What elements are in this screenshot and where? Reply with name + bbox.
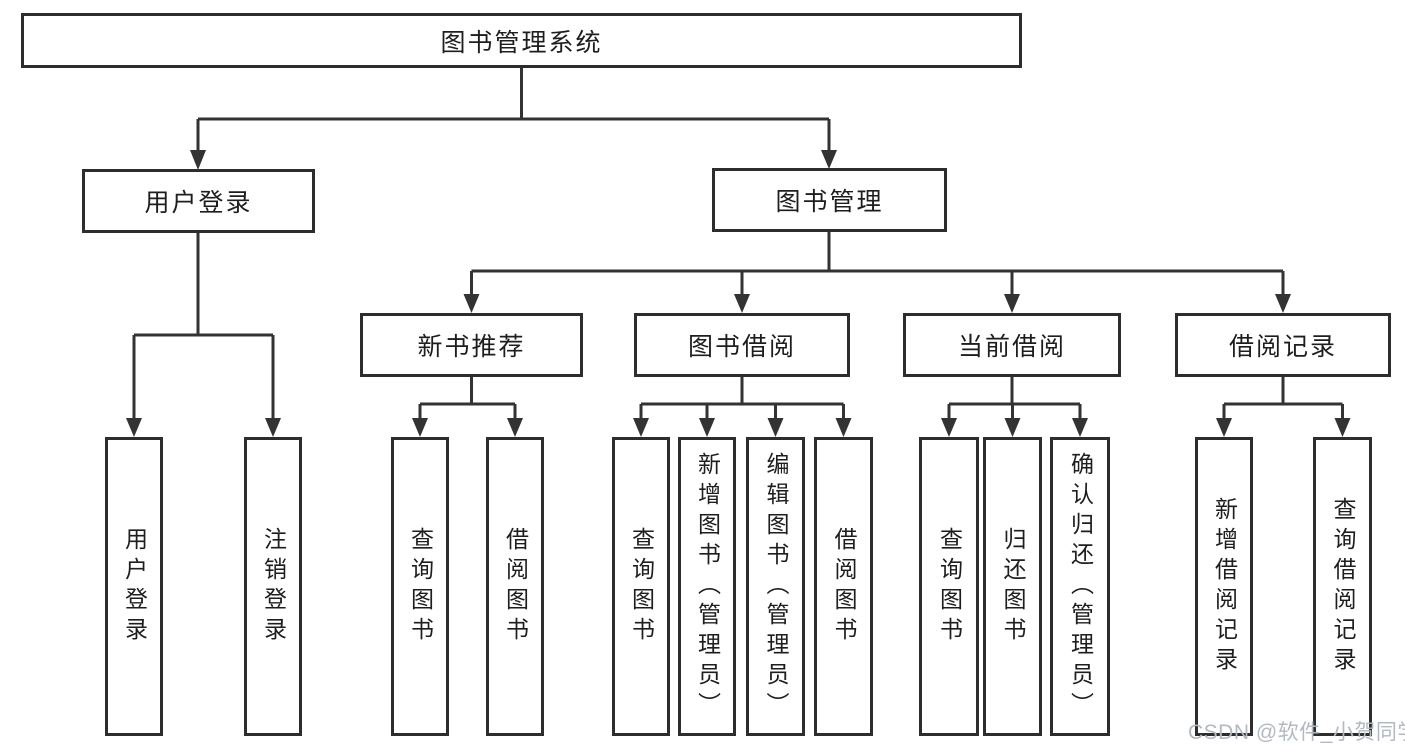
node-leaf-return-books-label: 归还图书	[1000, 526, 1026, 647]
node-leaf-edit-books-admin: 编辑图书（管理员）	[746, 437, 805, 736]
node-borrowing-records-label: 借阅记录	[1228, 333, 1337, 361]
node-leaf-add-books-admin: 新增图书（管理员）	[678, 437, 736, 736]
node-root: 图书管理系统	[21, 13, 1022, 68]
node-book-management: 图书管理	[712, 168, 947, 232]
node-leaf-user-login: 用户登录	[105, 437, 163, 736]
node-leaf-query-books-current: 查询图书	[919, 437, 979, 736]
node-root-label: 图书管理系统	[440, 28, 603, 57]
node-current-borrowing-label: 当前借阅	[957, 333, 1066, 361]
node-leaf-user-login-label: 用户登录	[121, 526, 148, 647]
node-user-login: 用户登录	[82, 169, 315, 233]
node-leaf-query-books-current-label: 查询图书	[936, 526, 963, 647]
node-leaf-add-borrow-record: 新增借阅记录	[1195, 437, 1253, 736]
node-leaf-logout-label: 注销登录	[260, 526, 287, 647]
node-leaf-add-books-admin-label: 新增图书（管理员）	[694, 451, 721, 722]
node-user-login-label: 用户登录	[144, 189, 253, 217]
node-new-book-recommendation-label: 新书推荐	[417, 333, 526, 361]
node-leaf-confirm-return-admin: 确认归还（管理员）	[1050, 437, 1110, 736]
watermark: CSDN @软件_小贺同学	[1188, 721, 1405, 744]
node-leaf-query-borrow-record: 查询借阅记录	[1313, 437, 1372, 736]
node-leaf-query-books-recommend-label: 查询图书	[407, 526, 434, 647]
node-leaf-borrow-books-borrowing-label: 借阅图书	[831, 526, 857, 647]
node-leaf-query-borrow-record-label: 查询借阅记录	[1330, 496, 1356, 677]
node-leaf-query-books-recommend: 查询图书	[391, 437, 449, 736]
node-leaf-query-books-borrowing: 查询图书	[612, 437, 670, 736]
node-leaf-return-books: 归还图书	[983, 437, 1042, 736]
node-book-management-label: 图书管理	[775, 188, 884, 216]
node-current-borrowing: 当前借阅	[903, 313, 1121, 377]
node-leaf-query-books-borrowing-label: 查询图书	[628, 526, 655, 647]
node-leaf-edit-books-admin-label: 编辑图书（管理员）	[763, 451, 789, 722]
node-new-book-recommendation: 新书推荐	[360, 313, 583, 377]
node-leaf-borrow-books-borrowing: 借阅图书	[814, 437, 873, 736]
node-leaf-add-borrow-record-label: 新增借阅记录	[1211, 496, 1238, 677]
node-borrowing-records: 借阅记录	[1175, 313, 1391, 377]
node-book-borrowing-label: 图书借阅	[687, 333, 796, 361]
node-leaf-logout: 注销登录	[244, 437, 302, 736]
node-leaf-confirm-return-admin-label: 确认归还（管理员）	[1067, 451, 1094, 722]
node-book-borrowing: 图书借阅	[634, 313, 850, 377]
node-leaf-borrow-books-recommend: 借阅图书	[486, 437, 544, 736]
node-leaf-borrow-books-recommend-label: 借阅图书	[502, 526, 529, 647]
